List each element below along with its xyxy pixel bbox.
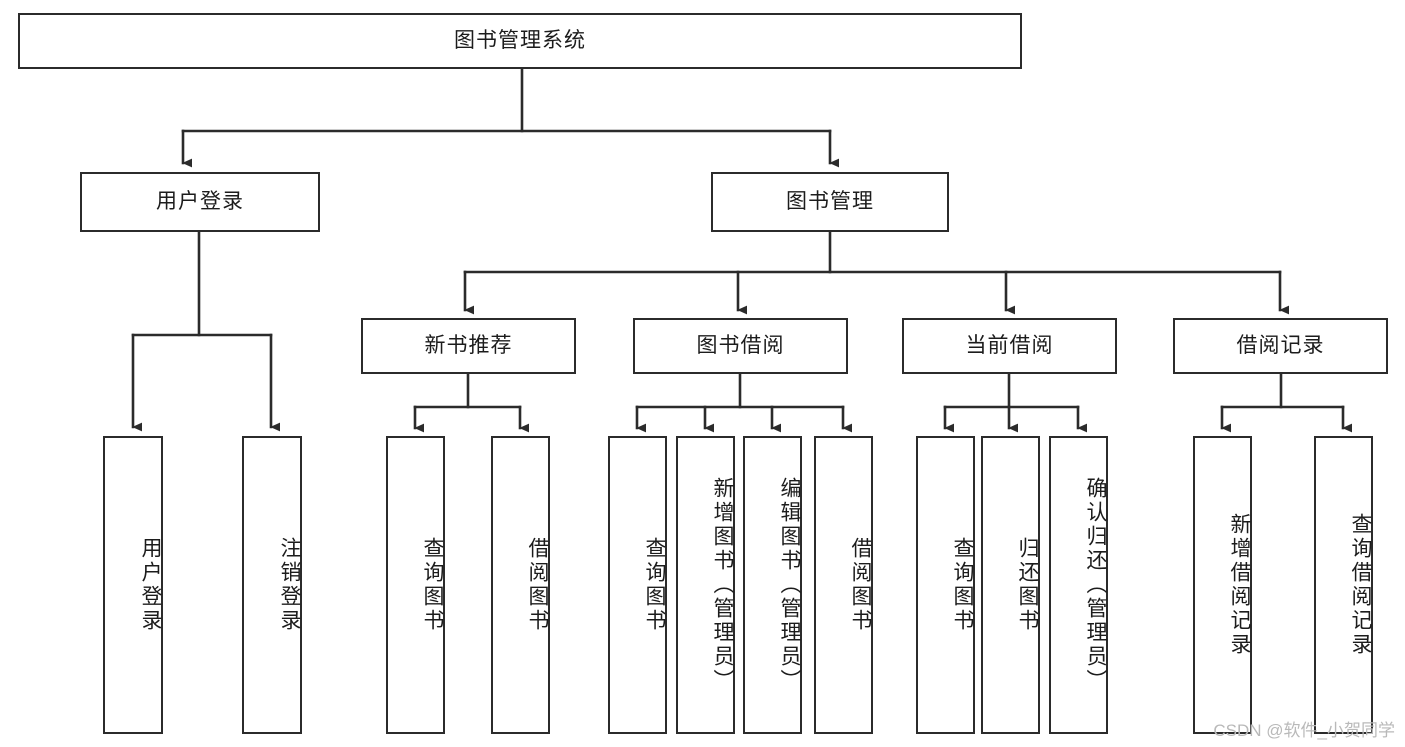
leaf-new-book-query-book[interactable]: 查询图书 — [386, 436, 445, 734]
leaf-current-borrow-return-book[interactable]: 归还图书 — [981, 436, 1040, 734]
node-label: 用户登录 — [139, 537, 162, 633]
node-new-book-recommend[interactable]: 新书推荐 — [361, 318, 576, 374]
node-label: 图书管理系统 — [454, 29, 586, 53]
watermark-text: CSDN @软件_小贺同学 — [1213, 721, 1395, 740]
leaf-borrow-record-add-record[interactable]: 新增借阅记录 — [1193, 436, 1252, 734]
node-label: 借阅记录 — [1236, 334, 1325, 358]
node-borrow-record[interactable]: 借阅记录 — [1173, 318, 1388, 374]
node-label: 归还图书 — [1016, 537, 1039, 633]
node-label: 借阅图书 — [849, 537, 872, 633]
node-label: 用户登录 — [156, 190, 244, 214]
node-label: 新增图书（管理员） — [711, 477, 734, 693]
leaf-borrow-record-query-record[interactable]: 查询借阅记录 — [1314, 436, 1373, 734]
node-label: 查询图书 — [421, 537, 444, 633]
leaf-book-borrow-add-book-admin[interactable]: 新增图书（管理员） — [676, 436, 735, 734]
leaf-book-borrow-query-book[interactable]: 查询图书 — [608, 436, 667, 734]
node-label: 查询图书 — [951, 537, 974, 633]
node-label: 查询图书 — [643, 537, 666, 633]
node-current-borrow[interactable]: 当前借阅 — [902, 318, 1117, 374]
node-label: 图书借阅 — [696, 334, 785, 358]
node-label: 新增借阅记录 — [1228, 513, 1251, 657]
leaf-user-login-login[interactable]: 用户登录 — [103, 436, 163, 734]
node-book-management[interactable]: 图书管理 — [711, 172, 949, 232]
node-label: 借阅图书 — [526, 537, 549, 633]
node-label: 编辑图书（管理员） — [778, 477, 801, 693]
leaf-user-login-logout[interactable]: 注销登录 — [242, 436, 302, 734]
node-label: 当前借阅 — [965, 334, 1054, 358]
node-label: 查询借阅记录 — [1349, 513, 1372, 657]
node-label: 注销登录 — [278, 537, 301, 633]
leaf-current-borrow-confirm-return-admin[interactable]: 确认归还（管理员） — [1049, 436, 1108, 734]
node-label: 新书推荐 — [424, 334, 513, 358]
leaf-book-borrow-edit-book-admin[interactable]: 编辑图书（管理员） — [743, 436, 802, 734]
leaf-book-borrow-borrow-book[interactable]: 借阅图书 — [814, 436, 873, 734]
node-book-borrow[interactable]: 图书借阅 — [633, 318, 848, 374]
node-user-login[interactable]: 用户登录 — [80, 172, 320, 232]
node-label: 图书管理 — [786, 190, 874, 214]
node-label: 确认归还（管理员） — [1084, 477, 1107, 693]
node-root-library-management-system[interactable]: 图书管理系统 — [18, 13, 1022, 69]
leaf-current-borrow-query-book[interactable]: 查询图书 — [916, 436, 975, 734]
leaf-new-book-borrow-book[interactable]: 借阅图书 — [491, 436, 550, 734]
